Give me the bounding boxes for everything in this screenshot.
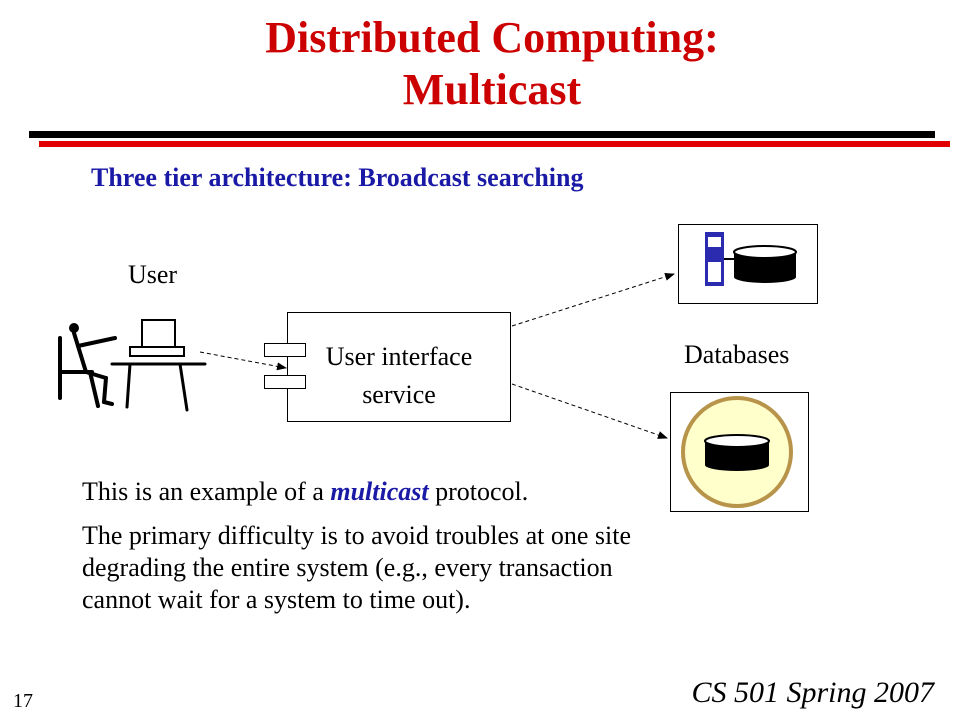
slide-subtitle: Three tier architecture: Broadcast searc…	[91, 163, 584, 192]
user-at-computer-icon	[58, 319, 207, 412]
databases-label: Databases	[684, 340, 790, 369]
course-footer: CS 501 Spring 2007	[691, 676, 934, 709]
database-disk-icon	[681, 396, 793, 508]
arrow-service-to-db-bottom	[511, 383, 668, 439]
service-label: User interface service	[287, 338, 511, 414]
database-disk-icon	[733, 245, 797, 283]
body-p1-after: protocol.	[428, 477, 529, 506]
body-text: This is an example of a multicast protoc…	[82, 476, 662, 628]
arrow-user-to-service	[199, 351, 287, 371]
title-rule-red	[39, 141, 950, 147]
service-label-line2: service	[362, 380, 436, 409]
server-rack-icon	[705, 232, 734, 286]
slide-title: Distributed Computing: Multicast	[0, 12, 960, 116]
body-p1-before: This is an example of a	[82, 477, 331, 506]
title-rule-black	[29, 131, 935, 138]
multicast-emphasis: multicast	[330, 477, 429, 506]
slide-title-line1: Distributed Computing:	[265, 13, 719, 62]
body-paragraph-1: This is an example of a multicast protoc…	[82, 476, 662, 508]
slide-title-line2: Multicast	[402, 65, 582, 114]
user-interface-service-box	[287, 312, 511, 422]
slide-number: 17	[13, 690, 33, 712]
connector-arrows	[199, 272, 675, 439]
service-port-bottom	[264, 375, 306, 389]
body-paragraph-2: The primary difficulty is to avoid troub…	[82, 521, 632, 614]
arrow-service-to-db-top	[511, 272, 675, 327]
user-label: User	[128, 260, 178, 289]
service-port-top	[264, 343, 306, 357]
service-label-line1: User interface	[325, 342, 473, 371]
